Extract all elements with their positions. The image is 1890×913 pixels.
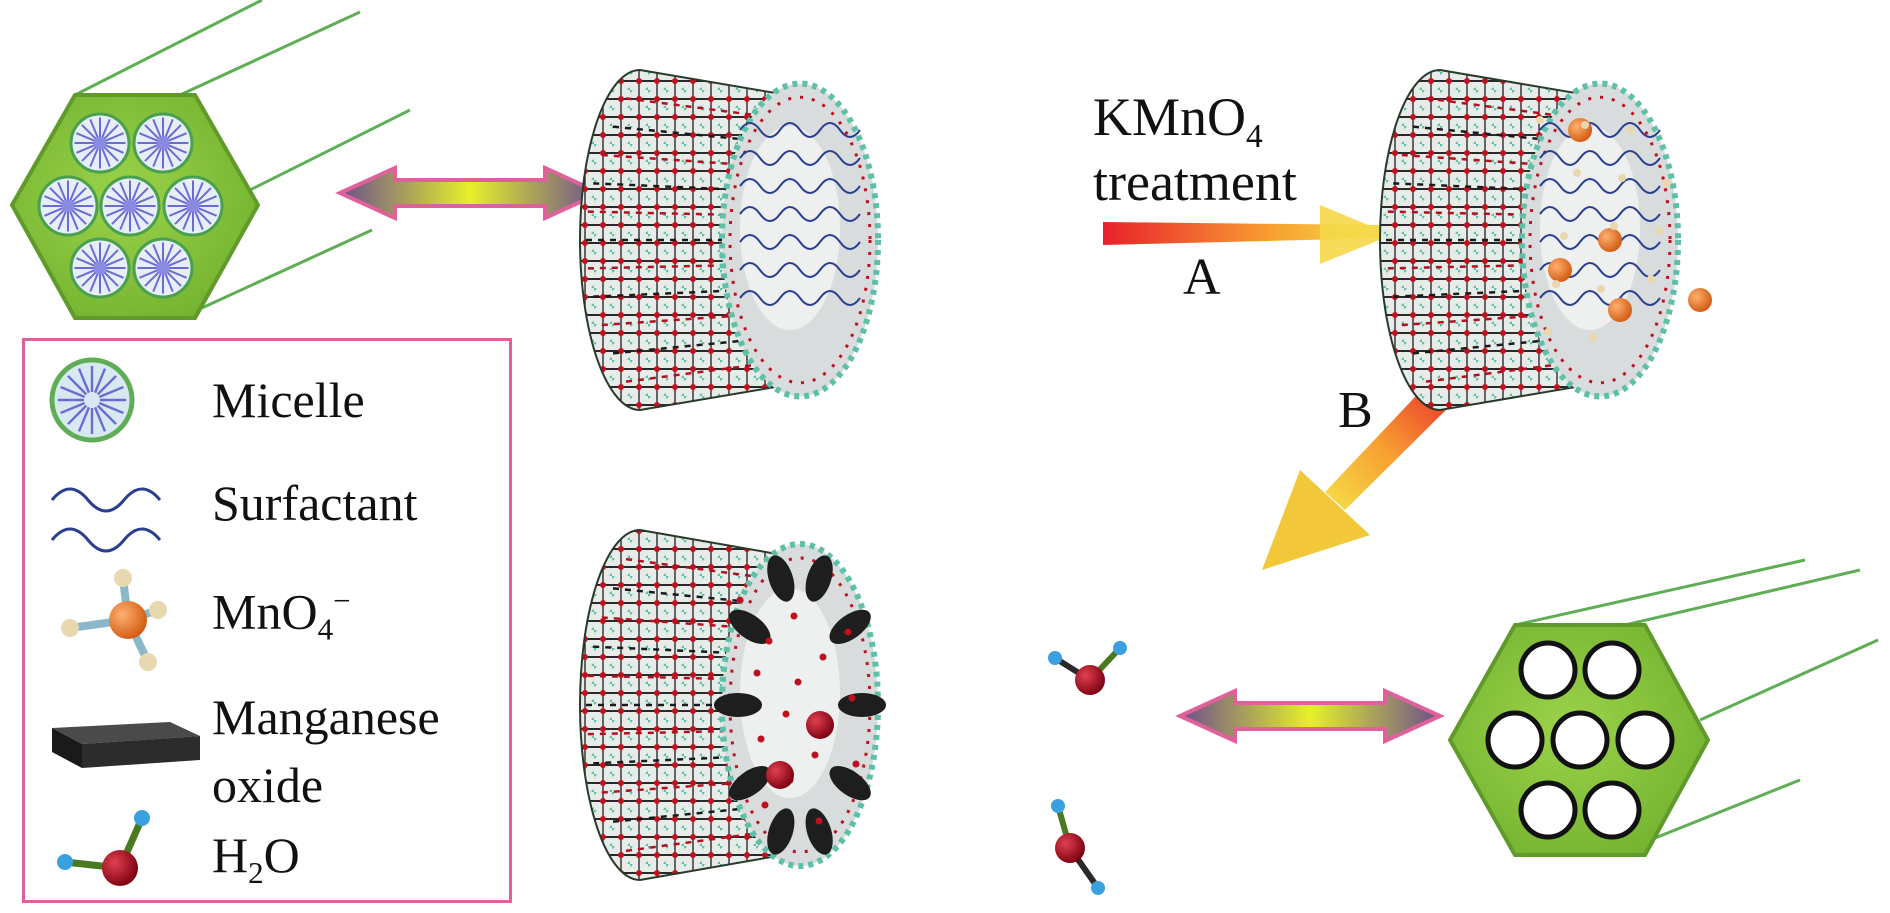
pore-icon [1615, 710, 1675, 770]
micelle-icon [37, 175, 99, 237]
legend-water-label: H2O [212, 830, 300, 888]
micelle-icon [132, 112, 194, 174]
surfactant-legend-icon [50, 487, 162, 553]
pore-icon [1518, 780, 1578, 840]
channel-with-permanganate [1379, 68, 1712, 412]
water-h: H [212, 827, 249, 883]
micelle-cluster [37, 112, 224, 299]
step-a-arrow [1103, 205, 1392, 264]
micelle-legend-icon [49, 357, 135, 443]
micelle-icon [69, 112, 131, 174]
legend-micelle-label: Micelle [212, 372, 365, 428]
legend-permanganate-label: MnO4− [212, 585, 351, 645]
pore-icon [1582, 780, 1642, 840]
water-molecule [1048, 641, 1127, 695]
step-b-arrow [1262, 378, 1460, 570]
water-o: O [263, 827, 300, 883]
double-arrow-bottom [1175, 687, 1445, 745]
water-subscript: 2 [248, 855, 264, 890]
pore-icon [1550, 710, 1610, 770]
step-a-label: A [1183, 249, 1221, 306]
step-b-label: B [1338, 382, 1373, 439]
permanganate-legend-icon [61, 569, 167, 671]
reagent-base: KMnO [1093, 87, 1247, 147]
channel-with-surfactant [579, 68, 881, 412]
water-molecule [1051, 799, 1105, 895]
water-legend-icon [57, 810, 150, 886]
legend-manganese-label: Manganese [212, 689, 440, 745]
legend [22, 338, 512, 903]
manganese-oxide-legend-icon [52, 722, 200, 768]
permanganate-base: MnO [212, 583, 318, 640]
micelle-icon [99, 175, 161, 237]
micelle-filled-hexagon [9, 0, 411, 320]
permanganate-subscript: 4 [317, 611, 334, 647]
legend-oxide-label: oxide [212, 757, 324, 813]
pore-icon [1518, 640, 1578, 700]
double-arrow-top [335, 164, 605, 222]
reagent-subscript: 4 [1246, 117, 1263, 155]
channel-with-manganese-oxide [579, 528, 886, 882]
pore-cluster [1485, 640, 1675, 840]
pore-icon [1485, 710, 1545, 770]
micelle-icon [69, 237, 131, 299]
micelle-icon [162, 175, 224, 237]
legend-surfactant-label: Surfactant [212, 475, 418, 531]
reagent-label: KMnO4 [1093, 90, 1263, 153]
pore-icon [1582, 640, 1642, 700]
process-label: treatment [1093, 152, 1297, 212]
micelle-icon [132, 237, 194, 299]
permanganate-superscript: − [333, 583, 351, 618]
empty-pore-hexagon [1447, 558, 1879, 857]
